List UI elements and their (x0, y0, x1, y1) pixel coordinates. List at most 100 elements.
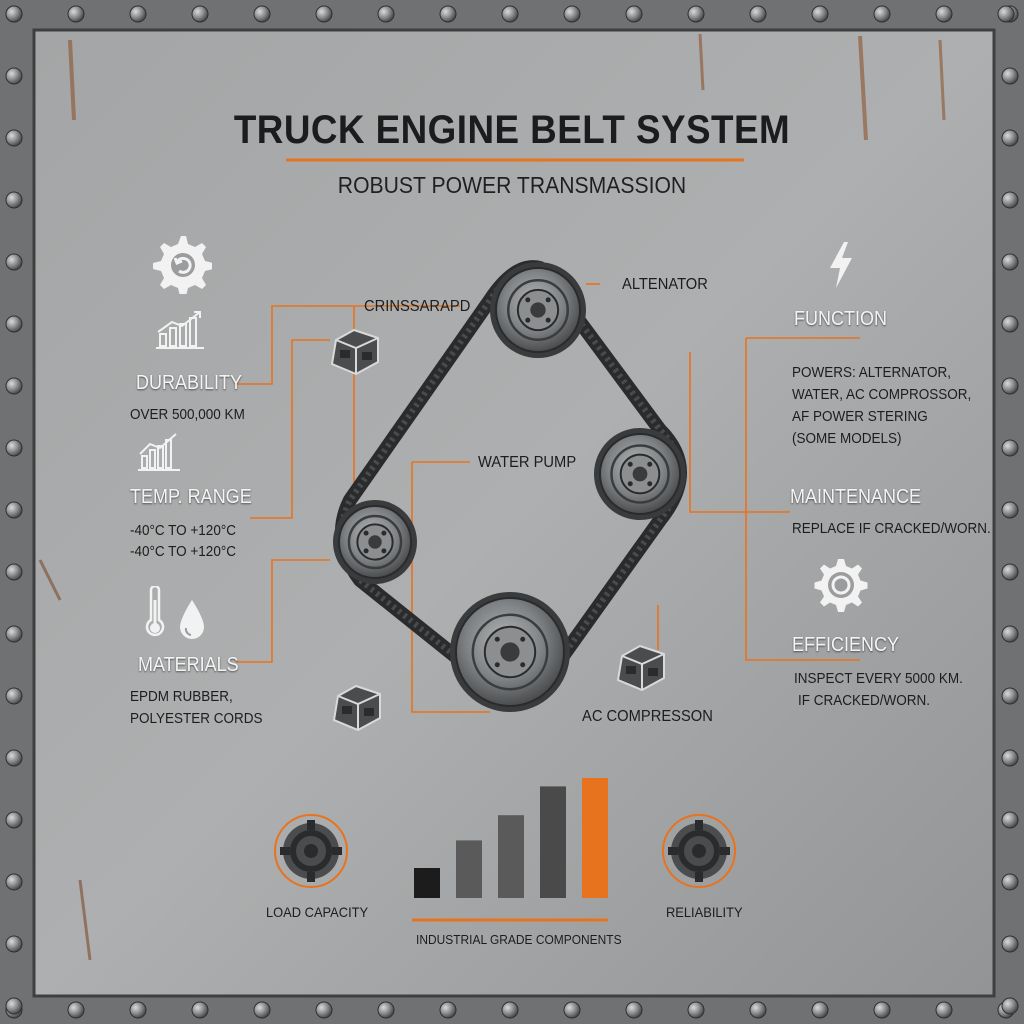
function-line-2: WATER, AC COMPROSSOR, (792, 386, 972, 403)
rivet (315, 5, 333, 23)
rivet (1001, 253, 1019, 271)
rivet (1001, 625, 1019, 643)
rivet (5, 5, 23, 23)
engine-block-icon (332, 684, 381, 732)
rivet (67, 5, 85, 23)
rivet (5, 253, 23, 271)
rivet (1001, 935, 1019, 953)
rivet (5, 315, 23, 333)
rivet (501, 5, 519, 23)
rivet (5, 563, 23, 581)
gear-icon (814, 559, 868, 612)
rivet (873, 1001, 891, 1019)
rivet (1001, 997, 1019, 1015)
quality-bar (414, 868, 440, 898)
rivet (5, 439, 23, 457)
rivet (5, 191, 23, 209)
rivet (625, 5, 643, 23)
water-drop-icon (180, 600, 204, 639)
quality-bar (498, 815, 524, 898)
rivet (5, 501, 23, 519)
rivet (377, 5, 395, 23)
crankshaft-pulley (333, 500, 417, 584)
materials-line-1: EPDM RUBBER, (130, 688, 233, 705)
rivet (191, 5, 209, 23)
rivet (1001, 687, 1019, 705)
rivet (687, 1001, 705, 1019)
water-pump-pulley (594, 428, 686, 520)
rivet (1001, 749, 1019, 767)
rivet (129, 1001, 147, 1019)
temp-range-line-2: -40°C TO +120°C (130, 543, 236, 560)
rivet (1001, 67, 1019, 85)
rivet (625, 1001, 643, 1019)
rivet (749, 5, 767, 23)
rivet (563, 5, 581, 23)
rivet (1001, 811, 1019, 829)
efficiency-line-1: INSPECT EVERY 5000 KM. (794, 670, 963, 687)
rivet (873, 5, 891, 23)
lightning-icon (830, 242, 852, 288)
rivet (129, 5, 147, 23)
page-title: TRUCK ENGINE BELT SYSTEM (233, 108, 791, 152)
maintenance-text: REPLACE IF CRACKED/WORN. (792, 520, 991, 537)
rivet (935, 5, 953, 23)
engine-block-icon (616, 644, 665, 692)
rivet (1001, 377, 1019, 395)
rivet (1001, 315, 1019, 333)
rivet (811, 1001, 829, 1019)
efficiency-line-2: IF CRACKED/WORN. (798, 692, 931, 709)
rust-streaks (38, 33, 946, 961)
materials-line-2: POLYESTER CORDS (130, 710, 263, 727)
rivet (5, 873, 23, 891)
rivet (1001, 439, 1019, 457)
page-subtitle: ROBUST POWER TRANSMASSION (337, 172, 687, 198)
pulley-icon (274, 814, 348, 888)
rivet (1001, 501, 1019, 519)
alternator-label: ALTENATOR (622, 276, 708, 293)
rivet (5, 129, 23, 147)
function-line-1: POWERS: ALTERNATOR, (792, 364, 952, 381)
quality-bars (414, 778, 608, 898)
rivet (1001, 873, 1019, 891)
rivet (253, 5, 271, 23)
maintenance-heading: MAINTENANCE (790, 486, 922, 508)
reliability-label: RELIABILITY (666, 904, 743, 920)
rivet (191, 1001, 209, 1019)
temp-range-heading: TEMP. RANGE (130, 486, 252, 508)
rivet (439, 5, 457, 23)
rivet (5, 749, 23, 767)
load-capacity-label: LOAD CAPACITY (266, 904, 369, 920)
durability-heading: DURABILITY (136, 372, 243, 394)
rivet (1001, 563, 1019, 581)
rivet (5, 625, 23, 643)
pulleys (333, 262, 686, 712)
rivet (1001, 129, 1019, 147)
bars-caption: INDUSTRIAL GRADE COMPONENTS (416, 932, 622, 947)
rivet (67, 1001, 85, 1019)
crankshaft-label: CRINSSARAPD (364, 298, 471, 315)
quality-bar (456, 840, 482, 898)
rivet (439, 1001, 457, 1019)
function-line-3: AF POWER STERING (792, 408, 928, 425)
function-line-4: (SOME MODELS) (792, 430, 902, 447)
rivet (501, 1001, 519, 1019)
quality-bar (540, 786, 566, 898)
rivet (377, 1001, 395, 1019)
rivet (5, 67, 23, 85)
bar-chart-icon (138, 433, 180, 471)
rivet (749, 1001, 767, 1019)
gear-refresh-icon (153, 236, 212, 294)
temp-range-line-1: -40°C TO +120°C (130, 522, 236, 539)
rivet (5, 811, 23, 829)
thermometer-icon (145, 586, 165, 637)
rivet (811, 5, 829, 23)
rivet (315, 1001, 333, 1019)
engine-block-icon (330, 328, 379, 376)
rivet (5, 935, 23, 953)
water-pump-label: WATER PUMP (478, 454, 577, 471)
rivet (563, 1001, 581, 1019)
pulley-icon (662, 814, 736, 888)
